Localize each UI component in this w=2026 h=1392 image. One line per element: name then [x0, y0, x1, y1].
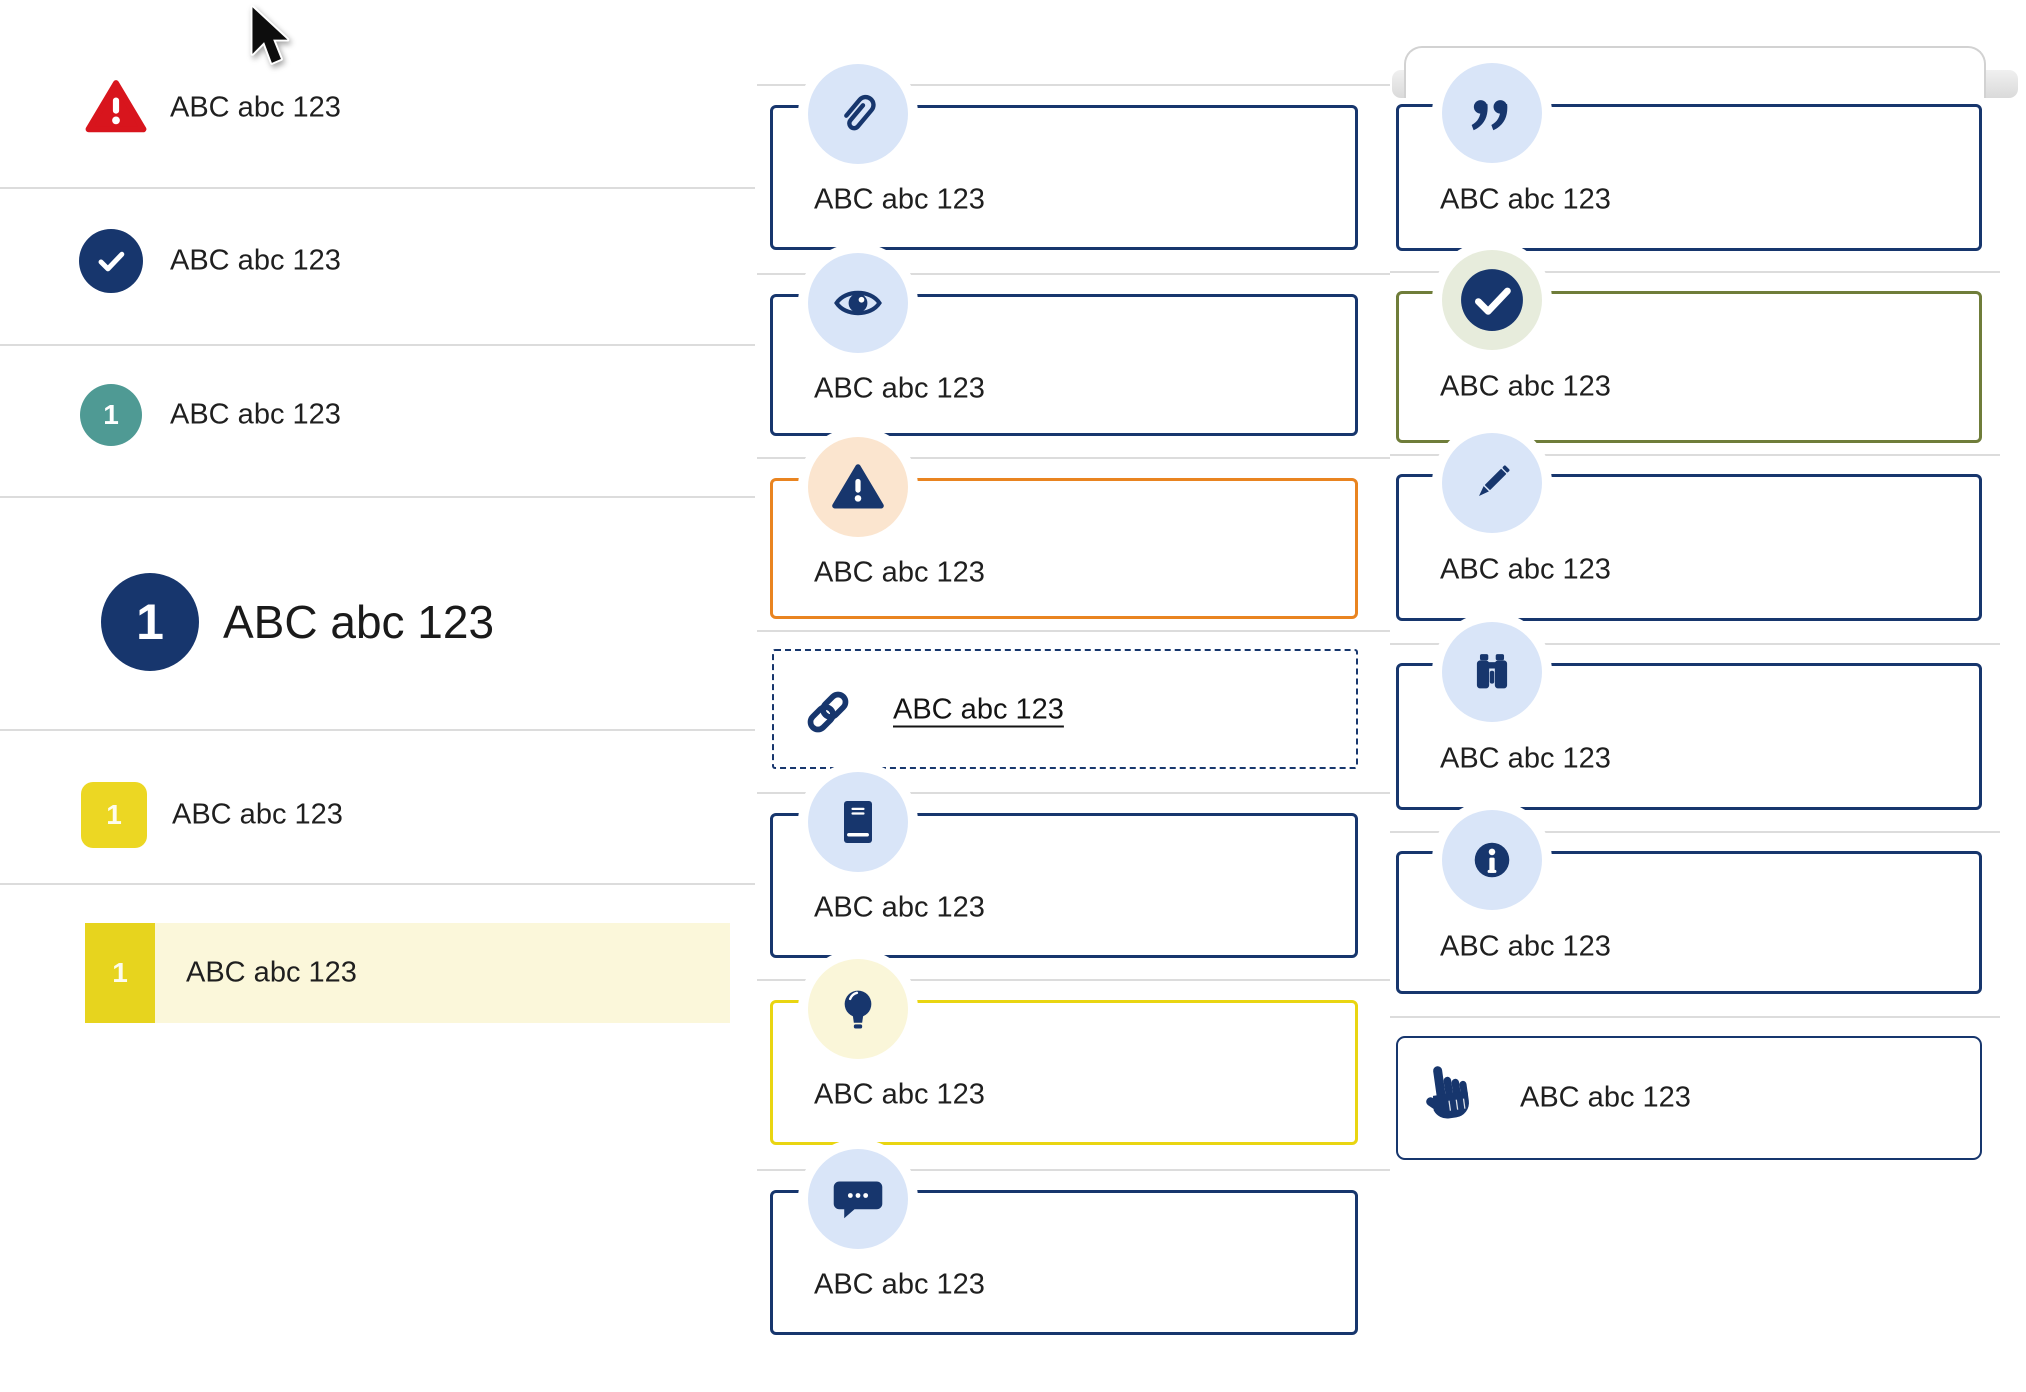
warning-triangle-icon — [808, 437, 908, 537]
callout-label: ABC abc 123 — [1440, 930, 1611, 963]
divider — [0, 883, 755, 885]
divider — [0, 729, 755, 731]
divider — [1390, 643, 2000, 645]
callout-link-text[interactable]: ABC abc 123 — [893, 693, 1064, 726]
divider — [757, 979, 1390, 981]
pencil-icon — [1442, 433, 1542, 533]
divider — [757, 273, 1390, 275]
book-icon — [808, 772, 908, 872]
callout-label: ABC abc 123 — [814, 1078, 985, 1111]
info-icon — [1442, 810, 1542, 910]
divider — [757, 457, 1390, 459]
numbered-circle-teal: 1 — [80, 384, 142, 446]
step-number: 1 — [103, 399, 119, 430]
warning-triangle-icon — [79, 74, 153, 140]
step-number: 1 — [136, 594, 164, 650]
callout-label: ABC abc 123 — [814, 372, 985, 405]
divider — [1390, 1016, 2000, 1018]
hand-pointer-icon — [1412, 1060, 1484, 1132]
check-circle-icon — [79, 229, 143, 293]
lightbulb-icon — [808, 959, 908, 1059]
callout-label: ABC abc 123 — [1440, 370, 1611, 403]
mouse-cursor-icon — [246, 4, 290, 75]
callout-label: ABC abc 123 — [1520, 1081, 1691, 1114]
step-number: 1 — [106, 799, 122, 830]
paperclip-icon — [808, 64, 908, 164]
callout-label: ABC abc 123 — [814, 183, 985, 216]
list-item-label: ABC abc 123 — [170, 244, 341, 277]
divider — [757, 792, 1390, 794]
divider — [1390, 271, 2000, 273]
divider — [0, 344, 755, 346]
callout-link — [772, 649, 1358, 769]
list-item-label: ABC abc 123 — [170, 91, 341, 124]
divider — [1390, 454, 2000, 456]
divider — [757, 84, 1390, 86]
chat-icon — [808, 1149, 908, 1249]
callout-label: ABC abc 123 — [814, 891, 985, 924]
section-heading: ABC abc 123 — [223, 596, 495, 648]
callout-label: ABC abc 123 — [814, 1268, 985, 1301]
callout-label: ABC abc 123 — [814, 556, 985, 589]
callout-label: ABC abc 123 — [1440, 742, 1611, 775]
callout-label: ABC abc 123 — [1440, 553, 1611, 586]
list-item-label: ABC abc 123 — [186, 956, 357, 989]
numbered-circle-navy-large: 1 — [101, 573, 199, 671]
divider — [0, 496, 755, 498]
binoculars-icon — [1442, 622, 1542, 722]
step-number: 1 — [112, 957, 128, 988]
callout-attachment — [770, 105, 1358, 250]
numbered-block-yellow: 1 — [85, 923, 155, 1023]
divider — [0, 187, 755, 189]
highlighted-list-item[interactable]: 1 ABC abc 123 — [85, 923, 730, 1023]
eye-icon — [808, 253, 908, 353]
divider — [757, 1169, 1390, 1171]
list-item-label: ABC abc 123 — [170, 398, 341, 431]
list-item-label: ABC abc 123 — [172, 798, 343, 831]
quote-icon — [1442, 63, 1542, 163]
numbered-square-yellow: 1 — [81, 782, 147, 848]
check-circle-icon — [1442, 250, 1542, 350]
divider — [1390, 831, 2000, 833]
callout-action[interactable] — [1396, 1036, 1982, 1160]
callout-label: ABC abc 123 — [1440, 183, 1611, 216]
divider — [757, 630, 1390, 632]
callout-warning — [770, 478, 1358, 619]
link-icon — [795, 679, 861, 745]
